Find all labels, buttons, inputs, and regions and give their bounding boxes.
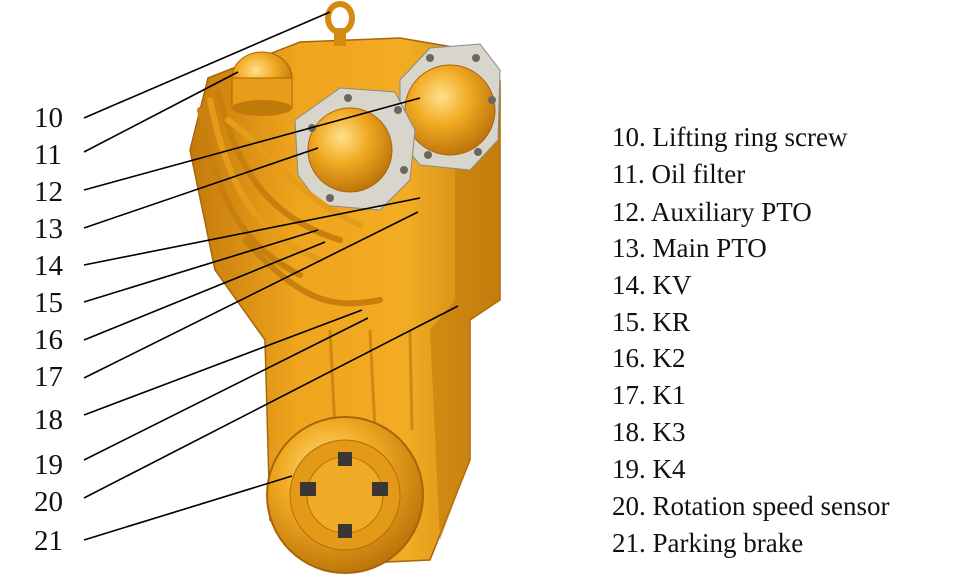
legend-item-14: 14. KV (612, 270, 692, 300)
main-pto (294, 87, 416, 211)
leader-11 (83, 71, 239, 153)
legend-item-17: 17. K1 (612, 380, 686, 410)
housing-shadow (430, 100, 500, 540)
legend-item-13: 13. Main PTO (612, 233, 767, 263)
callout-number-12: 12 (34, 176, 63, 208)
callout-number-16: 16 (34, 324, 63, 356)
leader-14 (83, 197, 421, 266)
leader-13 (83, 147, 319, 229)
callout-number-21: 21 (34, 525, 63, 557)
legend-item-19: 19. K4 (612, 454, 686, 484)
callout-number-13: 13 (34, 213, 63, 245)
callout-number-10: 10 (34, 102, 63, 134)
legend-item-11: 11. Oil filter (612, 159, 746, 189)
legend-item-15: 15. KR (612, 307, 691, 337)
leader-17 (83, 211, 419, 379)
callout-number-14: 14 (34, 250, 63, 282)
leader-16 (83, 241, 326, 341)
leader-12 (83, 97, 421, 191)
transmission-illustration (189, 1, 501, 574)
legend-item-20: 20. Rotation speed sensor (612, 491, 890, 521)
callout-number-11: 11 (34, 139, 62, 171)
legend-item-12: 12. Auxiliary PTO (612, 197, 812, 227)
housing-ribs (328, 329, 414, 431)
parking-brake (266, 416, 424, 574)
oil-filter (231, 51, 293, 116)
legend-item-16: 16. K2 (612, 343, 686, 373)
leader-19 (83, 317, 369, 461)
leader-10 (83, 11, 331, 119)
legend-item-10: 10. Lifting ring screw (612, 122, 848, 152)
leader-21 (83, 475, 293, 541)
leader-15 (83, 229, 319, 303)
leader-lines (83, 11, 459, 541)
legend-item-21: 21. Parking brake (612, 528, 804, 558)
leader-20 (83, 305, 459, 499)
callout-number-17: 17 (34, 361, 63, 393)
callout-number-19: 19 (34, 449, 63, 481)
callout-number-18: 18 (34, 404, 63, 436)
callout-number-15: 15 (34, 287, 63, 319)
lifting-ring (325, 1, 355, 46)
legend-item-18: 18. K3 (612, 417, 686, 447)
callout-number-20: 20 (34, 486, 63, 518)
leader-18 (83, 309, 363, 416)
